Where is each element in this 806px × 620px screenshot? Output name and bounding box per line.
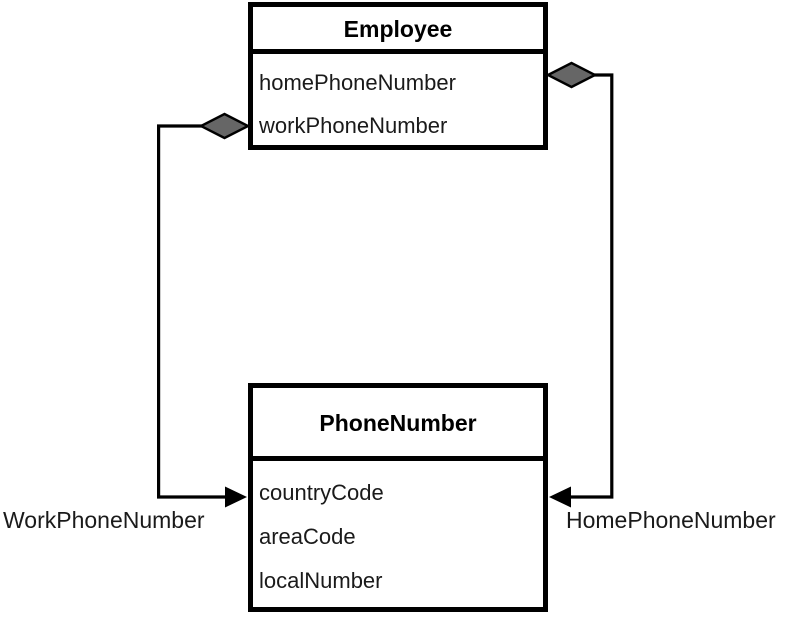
employee-box-outline	[248, 2, 548, 150]
phonenumber-attribute-2: localNumber	[259, 568, 383, 593]
association-home-phone-line	[565, 73, 614, 499]
employee-attribute-1: workPhoneNumber	[258, 113, 447, 138]
class-box-phonenumber[interactable]: PhoneNumber countryCode areaCode localNu…	[248, 383, 548, 612]
association-label-home-phone-number: HomePhoneNumber	[566, 507, 776, 533]
association-work-phone-number[interactable]	[157, 112, 251, 508]
association-home-phone-number[interactable]	[545, 61, 614, 508]
phonenumber-class-title: PhoneNumber	[319, 410, 476, 436]
arrowhead-work-phone	[225, 486, 247, 508]
phonenumber-attribute-1: areaCode	[259, 524, 356, 549]
phonenumber-box-outline	[248, 383, 548, 612]
aggregation-diamond-home-phone	[545, 61, 598, 89]
aggregation-diamond-work-phone	[198, 112, 251, 140]
class-box-employee[interactable]: Employee homePhoneNumber workPhoneNumber	[248, 2, 548, 150]
employee-class-title: Employee	[344, 16, 453, 42]
employee-attribute-0: homePhoneNumber	[259, 70, 456, 95]
arrowhead-home-phone	[549, 486, 571, 508]
phonenumber-attribute-0: countryCode	[259, 480, 384, 505]
association-label-work-phone-number: WorkPhoneNumber	[3, 507, 205, 533]
association-work-phone-line	[157, 124, 232, 499]
